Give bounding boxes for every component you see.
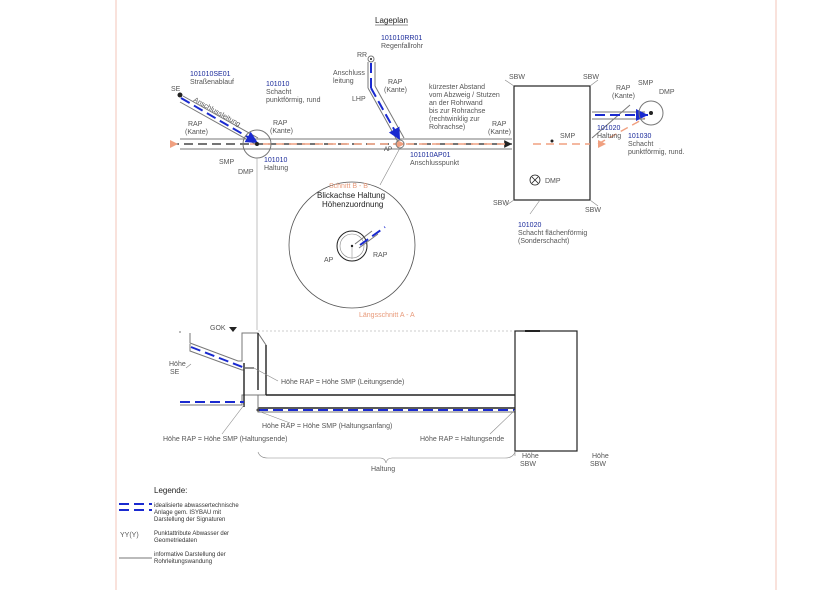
haltung-name: Haltung — [264, 165, 288, 172]
legend-item1-line2: Anlage gem. ISYBAU mit — [154, 510, 221, 516]
laengsschnitt-label: Längsschnitt A - A — [359, 312, 415, 319]
legend: Legende: idealisierte abwassertechnische… — [119, 486, 239, 565]
hoehe-sbw-right-1: Höhe — [592, 453, 609, 460]
hoehe-sbw-left-2: SBW — [520, 461, 536, 468]
ap-label: AP — [384, 147, 392, 153]
dmp-left: DMP — [238, 169, 254, 176]
sonderschacht-box — [504, 79, 599, 215]
hoehe-se-2: SE — [170, 369, 180, 376]
smp-left: SMP — [219, 159, 235, 166]
box-line2: (Sonderschacht) — [518, 238, 569, 245]
pipe-101020 — [591, 100, 664, 148]
rap-circle-label: RAP — [373, 252, 388, 259]
rap-right-2: (Kante) — [488, 129, 511, 136]
legend-item3-line2: Rohrleitungswandung — [154, 559, 212, 565]
smp-box: SMP — [560, 133, 576, 140]
legend-item1-line3: Darstellung der Signaturen — [154, 517, 225, 523]
rap-haltungsende: Höhe RAP = Haltungsende — [420, 436, 504, 443]
haltung2-name: Haltung — [597, 133, 621, 140]
schacht-101010 — [242, 129, 272, 330]
kurz-2: vom Abzweig / Stutzen — [429, 92, 500, 99]
schacht2-line2: punktförmig, rund. — [628, 149, 684, 156]
schacht-id: 101010 — [266, 81, 289, 88]
rap-far-1: RAP — [616, 85, 631, 92]
schnitt-bb-label: Schnitt B - B — [329, 183, 368, 190]
sbw-br: SBW — [585, 207, 601, 214]
smp-far: SMP — [638, 80, 654, 87]
anschluss-line1: Anschluss — [333, 70, 365, 77]
ap-circle-label: AP — [324, 257, 334, 264]
anschluss-line2: leitung — [333, 78, 354, 85]
legend-item2-line1: Punktattribute Abwasser der — [154, 531, 229, 537]
rap-kante-left-1: RAP — [188, 121, 203, 128]
se-connection — [177, 92, 259, 145]
legend-item3-line1: informative Darstellung der — [154, 552, 226, 558]
blick-line2: Höhenzuordnung — [322, 200, 383, 209]
box-line1: Schacht flächenförmig — [518, 230, 587, 237]
hoehe-sbw-left-1: Höhe — [522, 453, 539, 460]
rr-id: 101010RR01 — [381, 35, 422, 42]
rr-name: Regenfallrohr — [381, 43, 424, 50]
legend-item2-line2: Geometriedaten — [154, 538, 197, 544]
legend-item1-line1: idealisierte abwassertechnische — [154, 503, 239, 509]
lhp-label: LHP — [352, 96, 366, 103]
box-id: 101020 — [518, 222, 541, 229]
schnitt-bb: Schnitt B - B Blickachse Haltung Höhenzu… — [288, 147, 416, 309]
haltung-id: 101010 — [264, 157, 287, 164]
rr-connection — [367, 55, 405, 149]
haltung-bracket-label: Haltung — [371, 466, 395, 473]
se-name: Straßenablauf — [190, 79, 234, 86]
rr-label: RR — [357, 52, 367, 59]
dmp-far: DMP — [659, 89, 675, 96]
schacht-line2: punktförmig, rund — [266, 97, 321, 104]
rap-top-1: RAP — [388, 79, 403, 86]
main-pipe — [170, 138, 512, 150]
diagram-title: Lageplan — [375, 16, 408, 25]
laengsschnitt: GOK — [179, 325, 578, 464]
rap-far-2: (Kante) — [612, 93, 635, 100]
kurz-6: Rohrachse) — [429, 124, 465, 131]
schacht2-line1: Schacht — [628, 141, 653, 148]
rap-right-1: RAP — [492, 121, 507, 128]
sbw-tl: SBW — [509, 74, 525, 81]
kurz-1: kürzester Abstand — [429, 84, 485, 91]
rap-kante-mid-1: RAP — [273, 120, 288, 127]
blick-line1: Blickachse Haltung — [317, 191, 385, 200]
schacht-line1: Schacht — [266, 89, 291, 96]
sbw-tr: SBW — [583, 74, 599, 81]
hoehe-se-1: Höhe — [169, 361, 186, 368]
kurz-4: bis zur Rohrachse — [429, 108, 486, 115]
ap-name: Anschlusspunkt — [410, 160, 459, 167]
kurz-5: (rechtwinklig zur — [429, 116, 480, 123]
sbw-bl: SBW — [493, 200, 509, 207]
haltung2-id: 101020 — [597, 125, 620, 132]
rap-top-2: (Kante) — [384, 87, 407, 94]
hoehe-sbw-right-2: SBW — [590, 461, 606, 468]
rap-smp-leitungsende: Höhe RAP = Höhe SMP (Leitungsende) — [281, 379, 404, 386]
rap-kante-mid-2: (Kante) — [270, 128, 293, 135]
gok-label: GOK — [210, 325, 226, 332]
se-label: SE — [171, 86, 181, 93]
legend-title: Legende: — [154, 486, 187, 495]
rap-smp-haltungsanfang: Höhe RAP = Höhe SMP (Haltungsanfang) — [262, 423, 392, 430]
kurz-3: an der Rohrwand — [429, 100, 483, 107]
se-id: 101010SE01 — [190, 71, 231, 78]
legend-item2-symbol: YY(Y) — [120, 532, 139, 539]
dmp-box: DMP — [545, 178, 561, 185]
rap-kante-left-2: (Kante) — [185, 129, 208, 136]
schacht2-id: 101030 — [628, 133, 651, 140]
ap-id: 101010AP01 — [410, 152, 451, 159]
rap-smp-haltungsende: Höhe RAP = Höhe SMP (Haltungsende) — [163, 436, 287, 443]
